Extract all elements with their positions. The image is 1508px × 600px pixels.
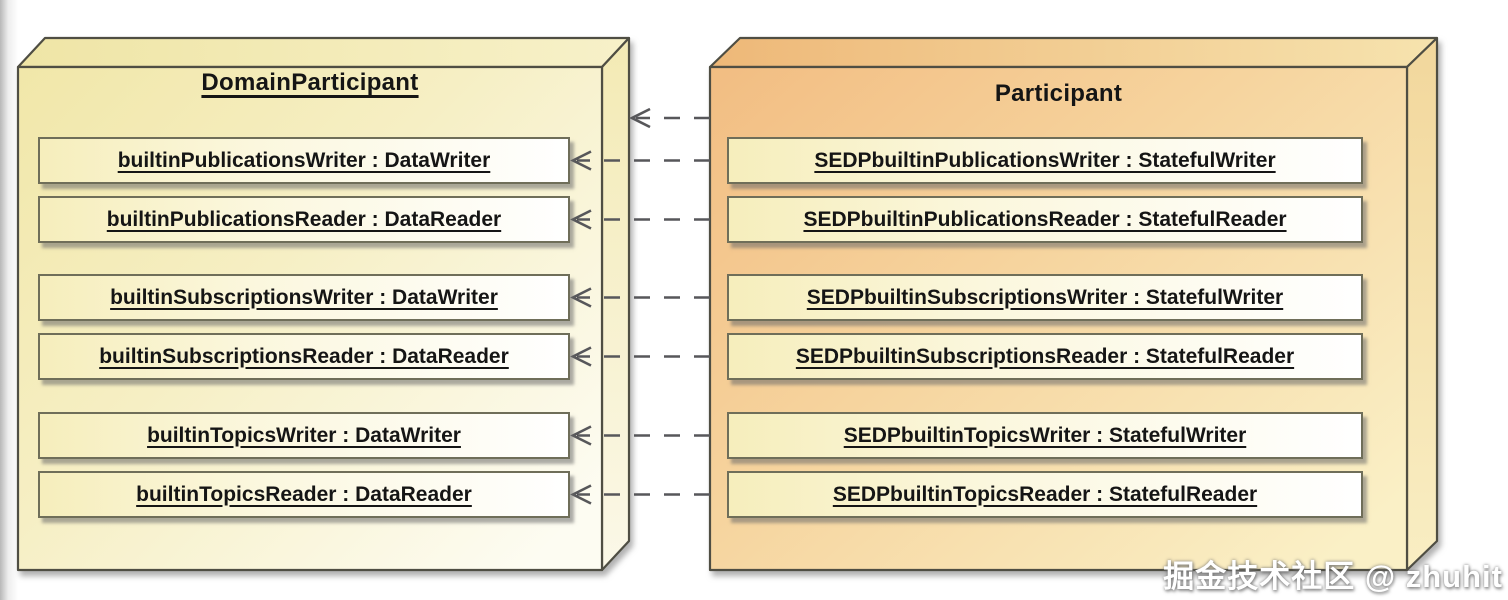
item-label: builtinSubscriptionsWriter : DataWriter — [110, 285, 498, 309]
item-label: SEDPbuiltinTopicsReader : StatefulReader — [832, 482, 1258, 506]
left-item-box: builtinPublicationsReader : DataReader — [38, 196, 570, 243]
right-item-box: SEDPbuiltinPublicationsWriter : Stateful… — [727, 137, 1363, 184]
dependency-arrows — [570, 107, 710, 505]
item-label: builtinPublicationsWriter : DataWriter — [117, 148, 491, 172]
open-arrowhead-icon — [570, 346, 592, 367]
open-arrowhead-icon — [570, 425, 592, 446]
item-label: SEDPbuiltinPublicationsReader : Stateful… — [803, 207, 1287, 231]
open-arrowhead-icon — [570, 484, 592, 505]
node-top-face — [708, 36, 1439, 69]
item-label: builtinTopicsWriter : DataWriter — [147, 423, 461, 447]
right-item-box: SEDPbuiltinPublicationsReader : Stateful… — [727, 196, 1363, 243]
node-top-face — [16, 36, 631, 69]
left-item-box: builtinSubscriptionsReader : DataReader — [38, 333, 570, 380]
participant-title: Participant — [994, 80, 1123, 107]
item-label: builtinTopicsReader : DataReader — [136, 482, 472, 506]
item-label: builtinSubscriptionsReader : DataReader — [99, 344, 509, 368]
node-side-face — [600, 36, 631, 572]
open-arrowhead-icon — [629, 107, 651, 129]
item-label: SEDPbuiltinSubscriptionsWriter : Statefu… — [806, 285, 1284, 309]
left-item-box: builtinPublicationsWriter : DataWriter — [38, 137, 570, 184]
domainparticipant-title: DomainParticipant — [201, 69, 419, 96]
open-arrowhead-icon — [570, 287, 592, 308]
item-label: SEDPbuiltinPublicationsWriter : Stateful… — [814, 148, 1276, 172]
right-item-box: SEDPbuiltinTopicsReader : StatefulReader — [727, 471, 1363, 518]
right-item-box: SEDPbuiltinSubscriptionsReader : Statefu… — [727, 333, 1363, 380]
item-label: SEDPbuiltinTopicsWriter : StatefulWriter — [843, 423, 1247, 447]
open-arrowhead-icon — [570, 150, 592, 171]
left-item-box: builtinTopicsWriter : DataWriter — [38, 412, 570, 459]
node-side-face — [1405, 36, 1439, 572]
left-item-box: builtinTopicsReader : DataReader — [38, 471, 570, 518]
item-label: builtinPublicationsReader : DataReader — [106, 207, 502, 231]
item-label: SEDPbuiltinSubscriptionsReader : Statefu… — [795, 344, 1295, 368]
watermark: 掘金技术社区 @ zhuhit — [1163, 559, 1503, 594]
open-arrowhead-icon — [570, 209, 592, 230]
right-item-box: SEDPbuiltinSubscriptionsWriter : Statefu… — [727, 274, 1363, 321]
right-item-box: SEDPbuiltinTopicsWriter : StatefulWriter — [727, 412, 1363, 459]
left-item-box: builtinSubscriptionsWriter : DataWriter — [38, 274, 570, 321]
